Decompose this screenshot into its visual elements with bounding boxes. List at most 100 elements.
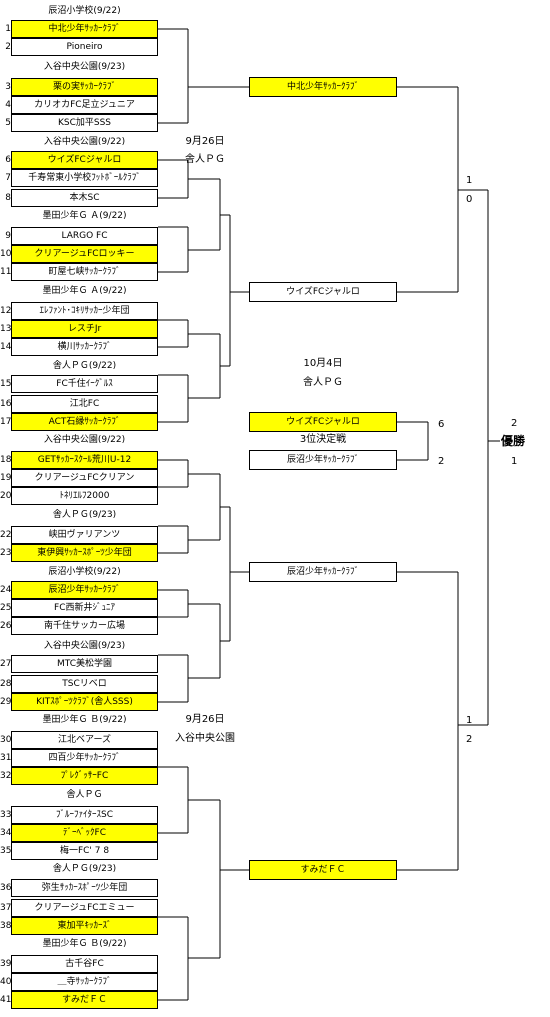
team-cell[interactable]: 江北FC xyxy=(11,395,158,413)
seed-number: 20 xyxy=(0,491,12,501)
semifinal-score: 0 xyxy=(466,194,473,205)
venue-label: 墨田少年Ｇ Ａ(9/22) xyxy=(42,211,127,221)
team-cell[interactable]: 千寿常東小学校ﾌｯﾄﾎﾞｰﾙｸﾗﾌﾞ xyxy=(11,169,158,187)
team-cell[interactable]: 東伊興ｻｯｶｰｽﾎﾟｰﾂ少年団 xyxy=(11,544,158,562)
seed-number: 34 xyxy=(0,828,12,838)
venue-label: 墨田少年Ｇ Ｂ(9/22) xyxy=(42,939,127,949)
venue-label: 入谷中央公園(9/22) xyxy=(43,435,126,445)
seed-number: 5 xyxy=(5,118,11,128)
venue-label: 墨田少年Ｇ Ｂ(9/22) xyxy=(42,715,127,725)
team-cell[interactable]: LARGO FC xyxy=(11,227,158,245)
team-cell[interactable]: ﾃﾞｰﾍﾞｯｸFC xyxy=(11,824,158,842)
round-winner-box[interactable]: すみだＦＣ xyxy=(249,860,397,880)
semifinal-date: 9月26日 xyxy=(185,136,225,147)
seed-number: 25 xyxy=(0,603,12,613)
round-winner-box[interactable]: 中北少年ｻｯｶｰｸﾗﾌﾞ xyxy=(249,77,397,97)
team-cell[interactable]: 横川ｻｯｶｰｸﾗﾌﾞ xyxy=(11,338,158,356)
seed-number: 24 xyxy=(0,585,12,595)
seed-number: 15 xyxy=(0,379,12,389)
team-cell[interactable]: ﾌﾞﾙｰﾌｧｲﾀｰｽSC xyxy=(11,806,158,824)
seed-number: 1 xyxy=(5,24,11,34)
team-cell[interactable]: ＿寺ｻｯｶｰｸﾗﾌﾞ xyxy=(11,973,158,991)
seed-number: 7 xyxy=(5,173,11,183)
seed-number: 8 xyxy=(5,193,11,203)
seed-number: 23 xyxy=(0,548,12,558)
team-cell[interactable]: KITｽﾎﾟｰﾂｸﾗﾌﾞ(舎人SSS) xyxy=(11,693,158,711)
team-cell[interactable]: ﾌﾟﾚｸﾞｯｻｰFC xyxy=(11,767,158,785)
semifinal-score: 1 xyxy=(466,715,473,726)
venue-label: 舎人ＰＧ(9/22) xyxy=(52,361,117,371)
semifinal-score: 1 xyxy=(466,175,473,186)
third-place-score-bottom: 2 xyxy=(438,456,445,467)
seed-number: 18 xyxy=(0,455,12,465)
venue-label: 入谷中央公園(9/22) xyxy=(43,137,126,147)
seed-number: 37 xyxy=(0,903,12,913)
seed-number: 19 xyxy=(0,473,12,483)
team-cell[interactable]: クリアージュFCクリアン xyxy=(11,469,158,487)
team-cell[interactable]: 東加平ｷｯｶｰｽﾞ xyxy=(11,917,158,935)
seed-number: 14 xyxy=(0,342,12,352)
seed-number: 29 xyxy=(0,697,12,707)
team-cell[interactable]: カリオカFC足立ジュニア xyxy=(11,96,158,114)
seed-number: 27 xyxy=(0,659,12,669)
seed-number: 22 xyxy=(0,530,12,540)
team-cell[interactable]: 梅一FC' 7 8 xyxy=(11,842,158,860)
team-cell[interactable]: ACT石縁ｻｯｶｰｸﾗﾌﾞ xyxy=(11,413,158,431)
team-cell[interactable]: クリアージュFCロッキー xyxy=(11,245,158,263)
seed-number: 12 xyxy=(0,306,12,316)
final-score: 1 xyxy=(511,456,518,467)
team-cell[interactable]: レスチJr xyxy=(11,320,158,338)
seed-number: 39 xyxy=(0,959,12,969)
team-cell[interactable]: FC千住ｲｰｸﾞﾙｽ xyxy=(11,375,158,393)
team-cell[interactable]: 本木SC xyxy=(11,189,158,207)
team-cell[interactable]: 辰沼少年ｻｯｶｰｸﾗﾌﾞ xyxy=(11,581,158,599)
team-cell[interactable]: GETｻｯｶｰｽｸｰﾙ荒川U-12 xyxy=(11,451,158,469)
seed-number: 6 xyxy=(5,155,11,165)
round-winner-box[interactable]: 辰沼少年ｻｯｶｰｸﾗﾌﾞ xyxy=(249,562,397,582)
final-date: 10月4日 xyxy=(303,358,343,369)
seed-number: 38 xyxy=(0,921,12,931)
third-place-score-top: 6 xyxy=(438,419,445,430)
team-cell[interactable]: 栗の実ｻｯｶｰｸﾗﾌﾞ xyxy=(11,78,158,96)
seed-number: 3 xyxy=(5,82,11,92)
team-cell[interactable]: すみだＦＣ xyxy=(11,991,158,1009)
seed-number: 31 xyxy=(0,753,12,763)
seed-number: 40 xyxy=(0,977,12,987)
venue-label: 入谷中央公園(9/23) xyxy=(43,62,126,72)
seed-number: 13 xyxy=(0,324,12,334)
seed-number: 9 xyxy=(5,231,11,241)
semifinal-score: 2 xyxy=(466,734,473,745)
team-cell[interactable]: 弥生ｻｯｶｰｽﾎﾟｰﾂ少年団 xyxy=(11,879,158,897)
round-winner-box[interactable]: ウイズFCジャルロ xyxy=(249,282,397,302)
third-place-runner[interactable]: 辰沼少年ｻｯｶｰｸﾗﾌﾞ xyxy=(249,450,397,470)
team-cell[interactable]: ｴﾚﾌｧﾝﾄ･ｺｷﾘｻｯｶｰ少年団 xyxy=(11,302,158,320)
team-cell[interactable]: KSC加平SSS xyxy=(11,114,158,132)
semifinal-date: 9月26日 xyxy=(185,714,225,725)
team-cell[interactable]: Pioneiro xyxy=(11,38,158,56)
team-cell[interactable]: 中北少年ｻｯｶｰｸﾗﾌﾞ xyxy=(11,20,158,38)
semifinal-venue: 入谷中央公園 xyxy=(175,733,235,744)
champion-label: 優勝 xyxy=(501,434,526,448)
team-cell[interactable]: MTC美松学園 xyxy=(11,655,158,673)
final-score: 2 xyxy=(511,418,518,429)
seed-number: 28 xyxy=(0,679,12,689)
team-cell[interactable]: FC西新井ｼﾞｭﾆｱ xyxy=(11,599,158,617)
third-place-winner[interactable]: ウイズFCジャルロ xyxy=(249,412,397,432)
team-cell[interactable]: ウイズFCジャルロ xyxy=(11,151,158,169)
team-cell[interactable]: 町屋七峡ｻｯｶｰｸﾗﾌﾞ xyxy=(11,263,158,281)
team-cell[interactable]: 南千住サッカー広場 xyxy=(11,617,158,635)
venue-label: 墨田少年Ｇ Ａ(9/22) xyxy=(42,286,127,296)
team-cell[interactable]: 江北ベアーズ xyxy=(11,731,158,749)
team-cell[interactable]: TSCリベロ xyxy=(11,675,158,693)
seed-number: 36 xyxy=(0,883,12,893)
seed-number: 33 xyxy=(0,810,12,820)
team-cell[interactable]: ﾄﾈﾘｴﾙﾌ2000 xyxy=(11,487,158,505)
team-cell[interactable]: 四百少年ｻｯｶｰｸﾗﾌﾞ xyxy=(11,749,158,767)
final-venue: 舎人ＰＧ xyxy=(303,377,343,388)
team-cell[interactable]: 峡田ヴァリアンツ xyxy=(11,526,158,544)
team-cell[interactable]: クリアージュFCエミュー xyxy=(11,899,158,917)
team-cell[interactable]: 古千谷FC xyxy=(11,955,158,973)
seed-number: 35 xyxy=(0,846,12,856)
venue-label: 辰沼小学校(9/22) xyxy=(48,567,121,577)
